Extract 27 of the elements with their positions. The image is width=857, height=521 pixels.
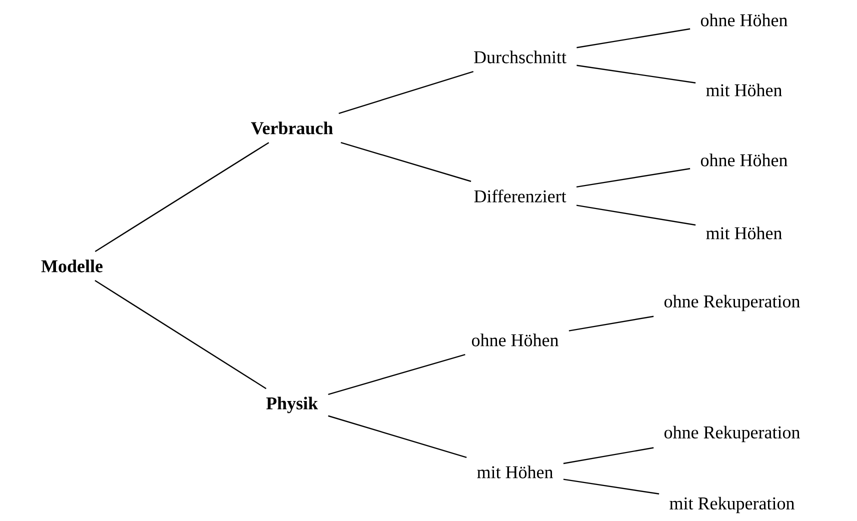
leaf-label: ohne Höhen [700,154,788,166]
connector-line [94,280,266,390]
leaf-label: ohne Rekuperation [664,426,800,442]
connector-line [576,28,690,48]
leaf-label: mit Höhen [706,226,782,240]
branch-label: Verbrauch [251,122,333,134]
connector-line [340,142,472,182]
branch-label: Durchschnitt [474,50,566,64]
leaf-label: mit Rekuperation [670,496,794,514]
branch-label: Physik [266,396,318,414]
branch-label: ohne Höhen [472,334,558,346]
connector-line [576,64,696,84]
connector-line [563,478,660,494]
leaf-label: ohne Höhen [700,14,788,26]
connector-line [576,204,696,226]
branch-label: Differenziert [474,190,566,202]
connector-line [563,447,654,464]
connector-line [576,168,690,188]
connector-line [338,70,474,114]
leaf-label: mit Höhen [706,84,782,96]
connector-line [328,354,466,396]
leaf-label: ohne Rekuperation [664,294,800,312]
connector-line [94,142,270,252]
connector-line [328,415,467,458]
branch-label: mit Höhen [477,466,553,478]
connector-line [568,316,654,332]
root-label: Modelle [41,260,103,272]
